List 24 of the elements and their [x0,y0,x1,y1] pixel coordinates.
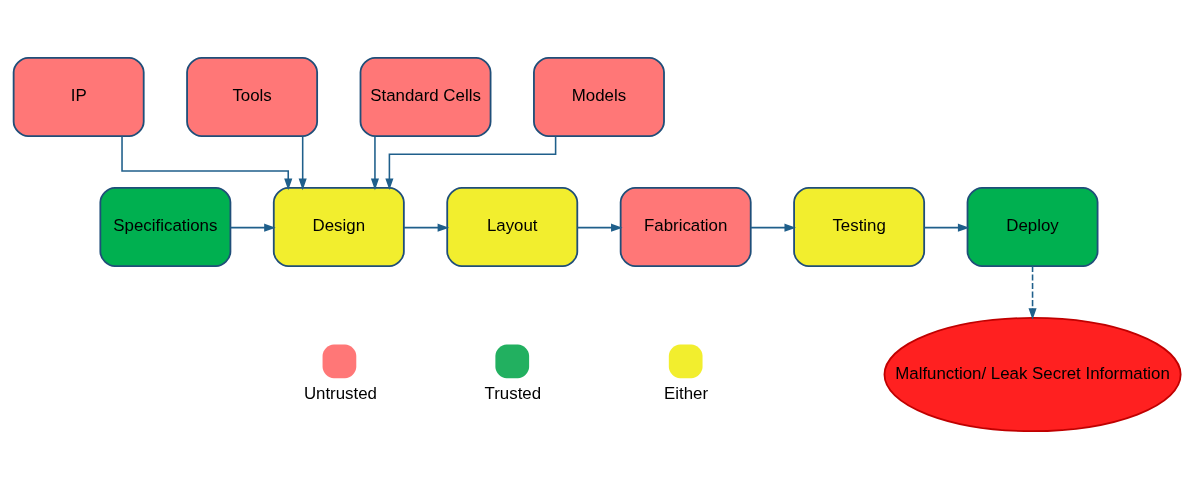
arrow [121,135,293,191]
node-box: Specifications [99,187,232,268]
node-ellipse: Malfunction/ Leak Secret Information [883,317,1182,433]
legend-label: Either [664,383,709,403]
node-box: Deploy [966,187,1099,268]
node-box: Fabrication [619,187,752,268]
legend-label: Untrusted [303,383,377,403]
node-box: Tools [186,56,319,137]
arrow [229,223,276,232]
arrow [1028,265,1037,320]
node-box: Design [272,187,405,268]
node-box: Layout [446,187,579,268]
arrow [385,135,557,190]
arrow [298,135,307,191]
arrow [923,223,970,232]
arrow [749,223,797,232]
node-box: IP [12,56,145,137]
node-box: Testing [793,187,926,268]
node-box: Standard Cells [359,56,492,137]
arrow [403,223,450,232]
node-box: Models [533,56,665,137]
legend-label: Trusted [484,383,542,403]
arrow [576,223,623,232]
arrow [370,135,379,191]
